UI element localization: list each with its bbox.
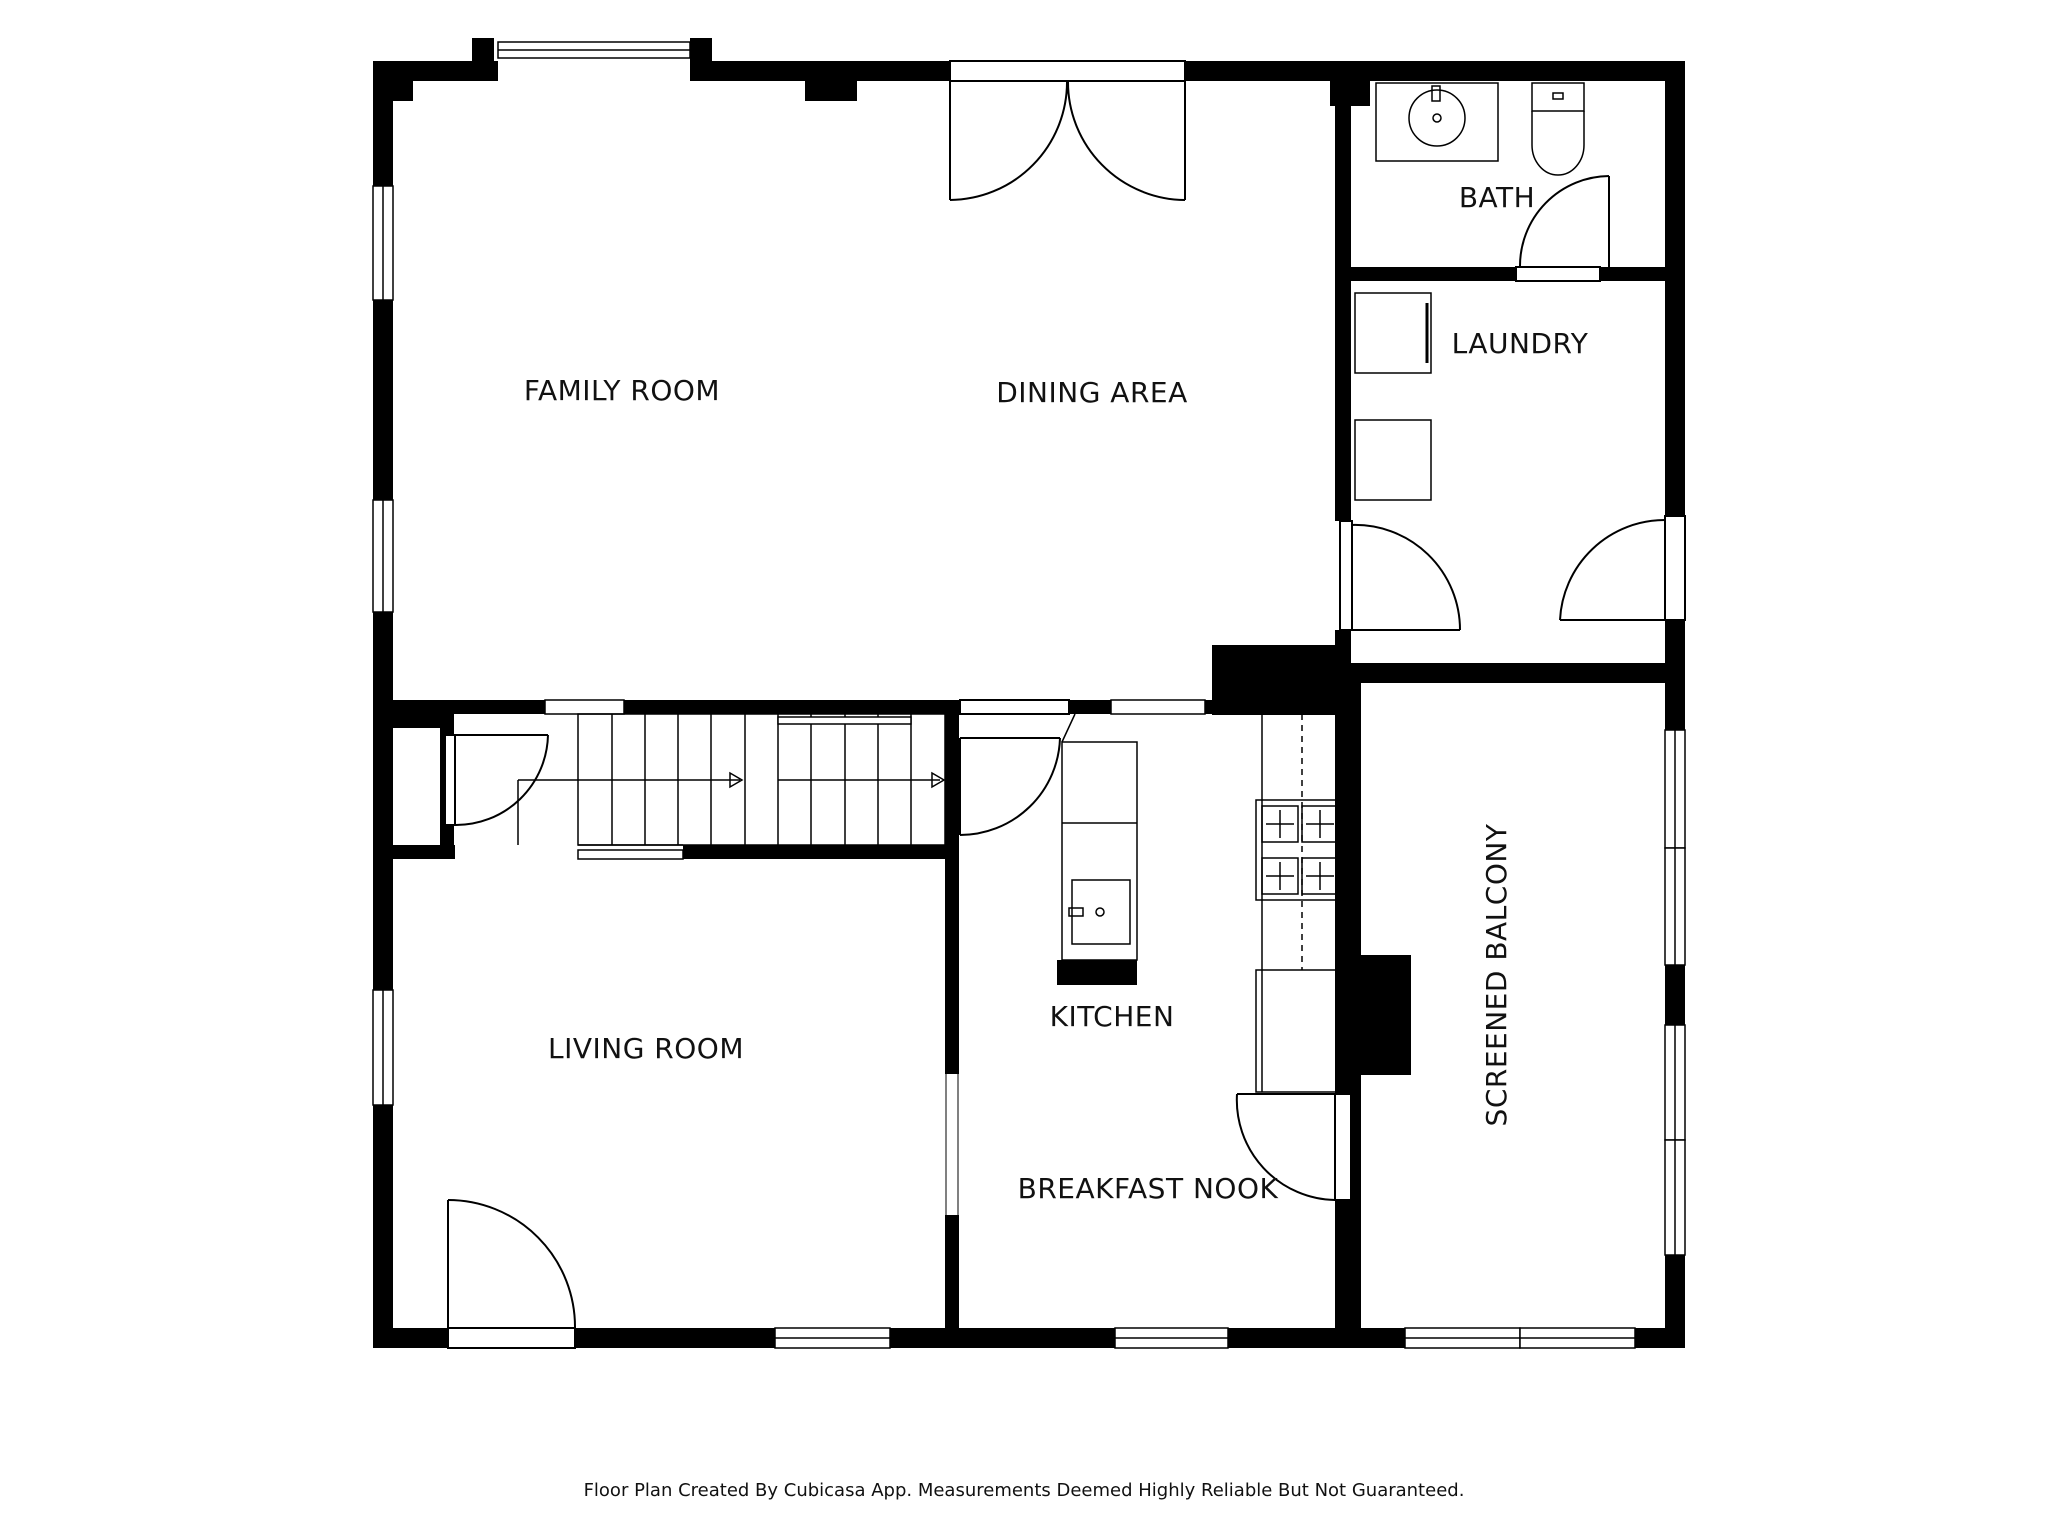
footer-disclaimer: Floor Plan Created By Cubicasa App. Meas… — [583, 1480, 1465, 1501]
label-kitchen: KITCHEN — [1050, 1000, 1175, 1033]
label-dining-area: DINING AREA — [996, 376, 1188, 409]
interior-walls — [393, 81, 1665, 1328]
exterior-walls — [373, 38, 1685, 1348]
laundry-appliances — [1354, 292, 1432, 501]
label-screened-balcony: SCREENED BALCONY — [1480, 823, 1513, 1126]
label-family-room: FAMILY ROOM — [524, 374, 720, 407]
bath-fixtures — [1375, 82, 1585, 176]
kitchen-fixtures — [1061, 713, 1343, 1093]
label-living-room: LIVING ROOM — [548, 1032, 744, 1065]
windows — [372, 41, 1686, 1349]
label-laundry: LAUNDRY — [1452, 327, 1589, 360]
doors — [444, 60, 1686, 1349]
room-labels: FAMILY ROOM DINING AREA BATH LAUNDRY LIV… — [524, 181, 1589, 1205]
stairs — [517, 713, 946, 860]
label-bath: BATH — [1459, 181, 1535, 214]
label-breakfast-nook: BREAKFAST NOOK — [1018, 1172, 1279, 1205]
